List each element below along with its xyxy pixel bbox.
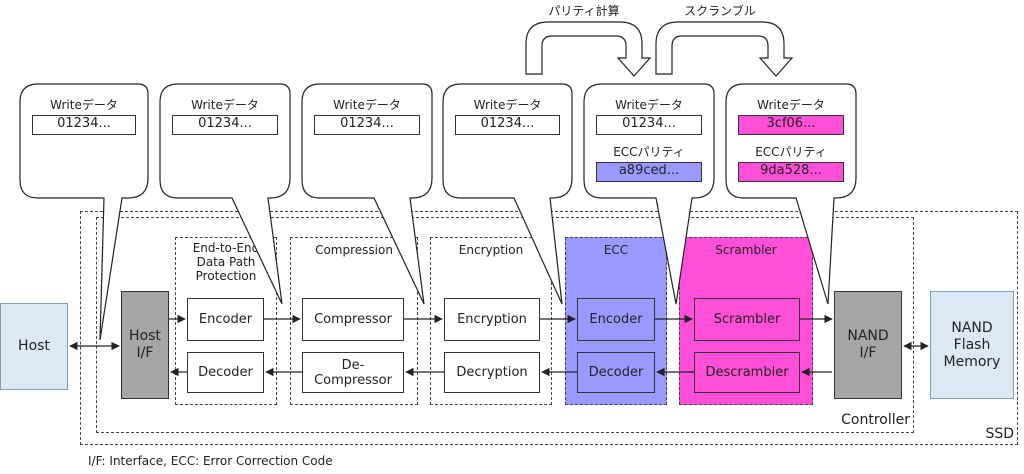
group-compression — [290, 237, 418, 405]
nand-memory-line2: Flash — [953, 336, 991, 353]
nand-memory-line1: NAND — [951, 319, 993, 336]
decompressor: De- Compressor — [302, 352, 404, 393]
ecc-encoder: Encoder — [577, 298, 655, 341]
ecc-encoder-label: Encoder — [589, 312, 643, 327]
bubble-6-ecc-label: ECCパリティ — [755, 145, 827, 159]
nand-memory-box: NAND Flash Memory — [930, 291, 1014, 399]
decryption-box: Decryption — [444, 352, 540, 393]
scrambler-box: Scrambler — [694, 298, 800, 341]
bubble-4-write-label: Writeデータ — [473, 98, 542, 112]
group-encryption — [430, 237, 552, 405]
parity-calc-label: パリティ計算 — [548, 4, 620, 18]
e2e-encoder: Encoder — [187, 298, 264, 341]
host-label: Host — [18, 338, 50, 354]
bubble-1-write-value: 01234... — [32, 115, 136, 135]
e2e-title-line1: End-to-End — [192, 241, 260, 255]
bubble-6-outline — [725, 83, 857, 305]
bubble-5-outline — [583, 83, 715, 305]
bubble-1-outline — [19, 83, 149, 341]
decryption-label: Decryption — [456, 365, 528, 380]
footnote: I/F: Interface, ECC: Error Correction Co… — [88, 454, 333, 468]
bubble-5: Writeデータ 01234... ECCパリティ a89ced... — [584, 98, 714, 182]
decompressor-line1: De- — [341, 357, 365, 373]
nand-if-line2: I/F — [859, 345, 877, 361]
group-e2e-title: End-to-End Data Path Protection — [175, 241, 277, 283]
host-if-line1: Host — [129, 328, 161, 344]
e2e-encoder-label: Encoder — [198, 312, 253, 327]
bubble-3-write-label: Writeデータ — [333, 98, 401, 112]
bubble-3-outline — [301, 83, 433, 305]
group-compression-title: Compression — [315, 243, 393, 257]
bubble-3-write-value: 01234... — [314, 115, 420, 135]
bubble-3: Writeデータ 01234... — [302, 98, 432, 135]
parity-calc-arrow — [525, 21, 652, 77]
bubble-4-write-value: 01234... — [455, 115, 560, 135]
bubble-2-write-label: Writeデータ — [191, 98, 259, 112]
nand-memory-line3: Memory — [943, 353, 1001, 370]
controller-label: Controller — [841, 412, 910, 428]
nand-if-line1: NAND — [847, 328, 889, 344]
nand-if-box: NAND I/F — [834, 291, 902, 399]
bubble-5-ecc-label: ECCパリティ — [613, 145, 685, 159]
e2e-decoder: Decoder — [187, 352, 264, 393]
descrambler-box: Descrambler — [694, 352, 800, 393]
encryption-box: Encryption — [444, 298, 540, 341]
decompressor-line2: Compressor — [314, 372, 392, 388]
bubble-2: Writeデータ 01234... — [160, 98, 290, 135]
bubble-6-ecc-value: 9da528... — [738, 162, 844, 182]
bubble-4: Writeデータ 01234... — [443, 98, 572, 135]
bubble-5-write-value: 01234... — [596, 115, 702, 135]
descrambler-label: Descrambler — [705, 365, 789, 380]
scramble-label: スクランブル — [684, 4, 756, 18]
scramble-arrow — [655, 21, 794, 77]
bubble-5-write-label: Writeデータ — [615, 98, 683, 112]
group-e2e — [175, 237, 277, 405]
host-box: Host — [0, 303, 68, 390]
bubble-5-ecc-value: a89ced... — [596, 162, 702, 182]
bubble-6-write-value: 3cf06... — [738, 115, 844, 135]
bubble-4-outline — [442, 83, 573, 305]
ssd-label: SSD — [985, 426, 1014, 442]
group-scrambler-title: Scrambler — [715, 243, 777, 257]
e2e-decoder-label: Decoder — [198, 365, 253, 380]
bubble-1: Writeデータ 01234... — [20, 98, 148, 135]
ecc-decoder-label: Decoder — [588, 365, 644, 380]
ecc-decoder: Decoder — [577, 352, 655, 393]
bubble-2-outline — [159, 83, 291, 305]
bubble-6: Writeデータ 3cf06... ECCパリティ 9da528... — [726, 98, 856, 182]
group-ecc-title: ECC — [603, 243, 629, 257]
host-if-box: Host I/F — [121, 291, 169, 399]
scrambler-label: Scrambler — [713, 312, 781, 327]
e2e-title-line2: Data Path — [196, 255, 256, 269]
e2e-title-line3: Protection — [195, 269, 257, 283]
bubble-6-write-label: Writeデータ — [757, 98, 825, 112]
encryption-label: Encryption — [457, 312, 527, 327]
compressor: Compressor — [302, 298, 404, 341]
compressor-label: Compressor — [314, 312, 392, 327]
bubble-1-write-label: Writeデータ — [50, 98, 118, 112]
bubble-2-write-value: 01234... — [172, 115, 278, 135]
group-encryption-title: Encryption — [458, 243, 524, 257]
controller-frame — [96, 217, 914, 433]
host-if-line2: I/F — [136, 345, 154, 361]
